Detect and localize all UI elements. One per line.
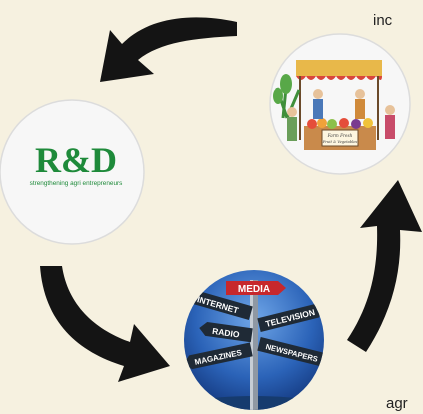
arrow-right-icon [347, 180, 422, 352]
media-node: MEDIA INTERNET TELEVISION RADIO MAGAZINE… [184, 270, 324, 410]
text-fragment-top: inc [373, 12, 393, 29]
rd-logo-tagline: strengthening agri entrepreneurs [30, 180, 123, 187]
media-sign-top: MEDIA [238, 284, 270, 295]
market-sign-line2: Fruit & Vegetables [322, 140, 358, 144]
media-sign-radio: RADIO [212, 326, 241, 340]
market-stall-illustration: Farm Fresh Fruit & Vegetables [273, 60, 395, 150]
market-node: Farm Fresh Fruit & Vegetables [269, 33, 411, 175]
market-sign-line1: Farm Fresh [327, 133, 353, 138]
rd-logo-node: R&D strengthening agri entrepreneurs [0, 99, 145, 245]
rd-logo-title: R&D [35, 140, 117, 180]
text-fragment-bottom: agr [386, 395, 408, 412]
arrow-top-icon [100, 17, 237, 82]
arrow-left-icon [40, 266, 170, 382]
